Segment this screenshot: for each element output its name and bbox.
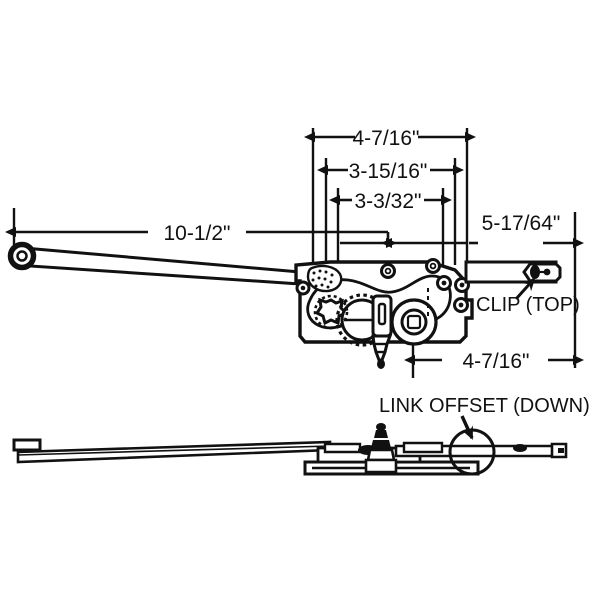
rivet-arm-pivot <box>295 280 311 296</box>
top-view-arm <box>7 241 302 286</box>
spindle-seg-3 <box>366 448 396 462</box>
dimension-label: 5-17/64" <box>482 212 561 235</box>
spindle-cap <box>376 423 386 431</box>
dimension-10-1-2: 10-1/2" <box>5 222 466 248</box>
side-link-bar-step <box>402 441 444 454</box>
center-link-block <box>371 294 393 338</box>
side-view <box>12 415 568 476</box>
stud-tip <box>377 359 385 369</box>
side-housing-step <box>323 442 362 454</box>
dimension-label: 3-3/32" <box>355 190 422 213</box>
dimension-3-15-16: 3-15/16" <box>317 160 464 183</box>
link-offset-pointer-arrow <box>460 415 474 440</box>
clip-eye <box>530 265 540 279</box>
spindle-stud <box>371 334 393 369</box>
rivet-right-a <box>436 275 452 291</box>
clip-top-pointer-arrow <box>514 277 536 301</box>
dimension-label: 4-7/16" <box>353 127 420 150</box>
side-arm-end-tab <box>12 438 42 452</box>
star-hub-outline <box>314 297 349 326</box>
spindle-seg-1 <box>374 430 388 438</box>
top-view-housing <box>294 258 474 369</box>
side-link-rivet <box>513 444 527 452</box>
arm-pivot-hole <box>16 250 28 262</box>
side-spindle <box>364 423 398 474</box>
boss-square-drive <box>406 314 422 330</box>
knurled-pad <box>306 264 343 293</box>
link-offset-label: LINK OFFSET (DOWN) <box>379 395 590 417</box>
rivet-mid-top <box>380 263 396 279</box>
dimension-label: 4-7/16" <box>463 350 530 373</box>
dimension-4-7-16-top: 4-7/16" <box>304 127 476 150</box>
dimension-label: 10-1/2" <box>164 222 231 245</box>
link-block-slot <box>377 302 387 326</box>
dimension-3-3-32: 3-3/32" <box>329 190 452 213</box>
pinion-teeth-ring <box>313 294 349 330</box>
knurl-dots <box>311 269 334 289</box>
spindle-base <box>364 458 398 474</box>
top-view-track-clip <box>464 260 562 284</box>
dimension-label: 3-15/16" <box>349 160 428 183</box>
spindle-seg-2 <box>371 440 391 448</box>
rivet-upper-right <box>425 258 441 274</box>
drive-boss <box>390 298 438 346</box>
dimension-5-17-64: 5-17/64" <box>469 212 584 248</box>
clip-top-label: CLIP (TOP) <box>476 294 580 316</box>
side-link-tip-hole <box>558 448 564 453</box>
side-arm-edge <box>17 445 331 456</box>
star-hub <box>314 297 349 326</box>
dimension-4-7-16-bottom: 4-7/16" <box>404 350 584 373</box>
rivet-right-c <box>453 297 469 313</box>
